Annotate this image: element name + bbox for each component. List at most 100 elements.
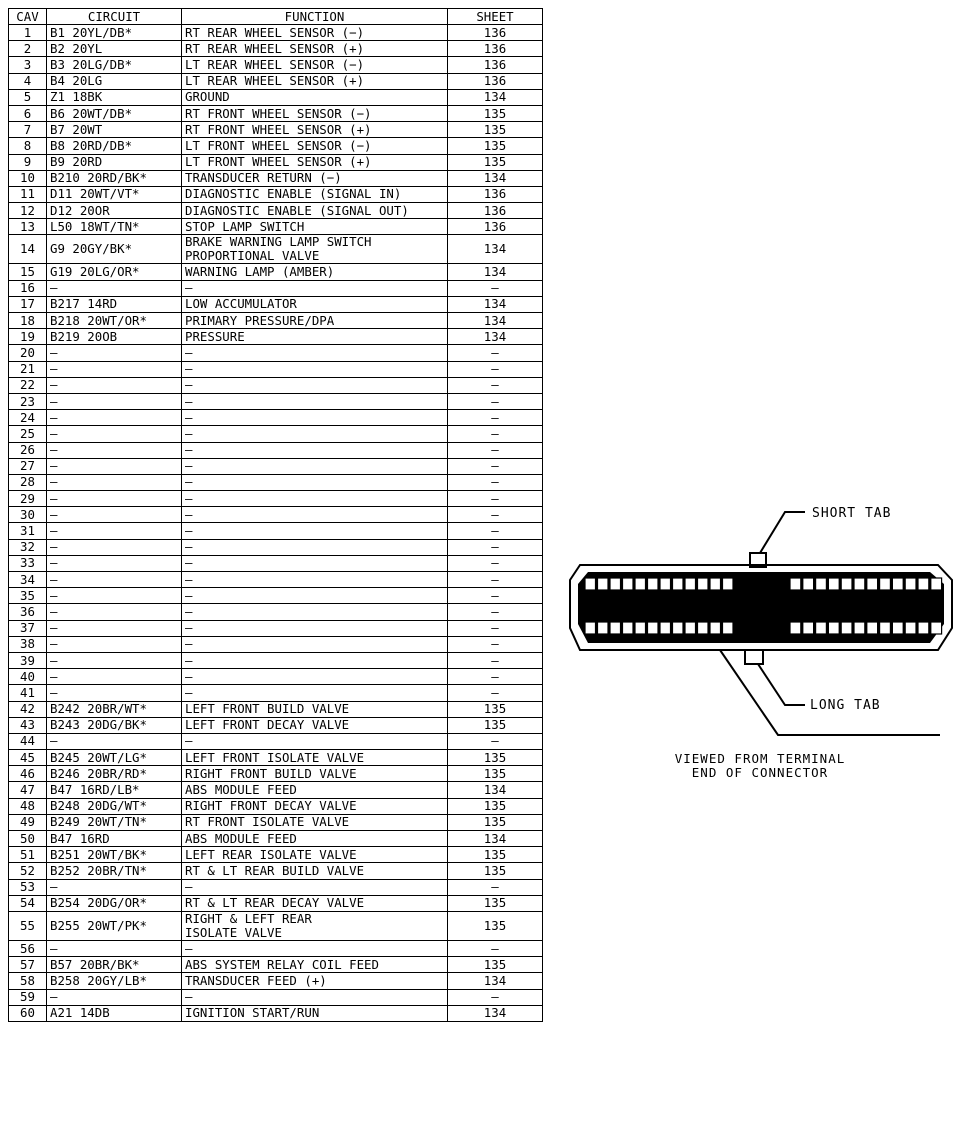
function-line: —	[185, 733, 193, 749]
circuit-cell: —	[46, 279, 182, 297]
cav-cell: 33	[8, 554, 47, 573]
terminal-cavity	[596, 621, 609, 635]
table-row: 36———	[8, 603, 543, 621]
table-row: 38———	[8, 635, 543, 653]
header-cav: CAV	[8, 8, 47, 25]
function-cell: PRIMARY PRESSURE/DPA	[181, 311, 448, 330]
terminal-cavity	[671, 597, 684, 613]
function-line: —	[185, 620, 193, 636]
function-line: —	[185, 523, 193, 539]
circuit-cell: —	[46, 506, 182, 524]
table-row: 29———	[8, 490, 543, 508]
sheet-cell: 134	[447, 169, 543, 187]
function-line: RIGHT FRONT BUILD VALVE	[185, 765, 357, 781]
cav-cell: 49	[8, 813, 47, 832]
cav-cell: 51	[8, 846, 47, 864]
function-line: —	[185, 603, 193, 619]
function-cell: LEFT FRONT BUILD VALVE	[181, 700, 448, 718]
table-row: 27———	[8, 457, 543, 475]
circuit-cell: B242 20BR/WT*	[46, 700, 182, 718]
cav-cell: 25	[8, 425, 47, 443]
cav-cell: 40	[8, 668, 47, 686]
function-cell: —	[181, 360, 448, 378]
sheet-cell: 136	[447, 56, 543, 74]
terminal-cavity	[840, 577, 853, 591]
terminal-cavity	[684, 577, 697, 591]
function-cell: —	[181, 538, 448, 556]
function-cell: —	[181, 570, 448, 589]
table-row: 33———	[8, 554, 543, 573]
table-row: 20———	[8, 344, 543, 362]
table-row: 56———	[8, 939, 543, 958]
short-tab-label: SHORT TAB	[812, 506, 892, 521]
cav-cell: 16	[8, 279, 47, 297]
terminal-cavity	[879, 621, 892, 635]
cav-cell: 15	[8, 263, 47, 281]
cav-cell: 8	[8, 137, 47, 155]
table-row: 28———	[8, 473, 543, 492]
function-cell: —	[181, 441, 448, 459]
function-cell: ABS SYSTEM RELAY COIL FEED	[181, 956, 448, 974]
function-line: GROUND	[185, 89, 230, 105]
function-line: —	[185, 879, 193, 895]
cav-cell: 41	[8, 684, 47, 702]
terminal-cavity	[709, 597, 722, 613]
function-line: BRAKE WARNING LAMP SWITCH	[185, 234, 372, 250]
table-row: 35———	[8, 587, 543, 605]
function-cell: LT REAR WHEEL SENSOR (−)	[181, 56, 448, 74]
connector-underside-line	[719, 649, 940, 736]
function-line: —	[185, 425, 193, 441]
function-cell: DIAGNOSTIC ENABLE (SIGNAL IN)	[181, 185, 448, 204]
table-row: 26———	[8, 441, 543, 459]
terminal-cavity	[879, 577, 892, 591]
sheet-cell: —	[447, 651, 543, 670]
terminal-cavity	[659, 597, 672, 613]
function-line: —	[185, 539, 193, 555]
function-line: —	[185, 490, 193, 506]
short-tab-leader	[759, 511, 805, 554]
sheet-cell: —	[447, 473, 543, 492]
function-line: —	[185, 636, 193, 652]
function-cell: LT FRONT WHEEL SENSOR (+)	[181, 153, 448, 171]
terminal-cavity	[621, 577, 634, 591]
terminal-cavity	[917, 597, 930, 613]
sheet-cell: 135	[447, 862, 543, 880]
terminal-cavity	[684, 597, 697, 613]
function-line: RT REAR WHEEL SENSOR (+)	[185, 40, 365, 56]
sheet-cell: 134	[447, 263, 543, 281]
cav-cell: 3	[8, 56, 47, 74]
cav-cell: 29	[8, 490, 47, 508]
table-row: 30———	[8, 506, 543, 524]
cav-cell: 4	[8, 72, 47, 90]
center-post	[734, 585, 780, 631]
table-row: 53———	[8, 878, 543, 896]
table-row: 34———	[8, 570, 543, 589]
sheet-cell: —	[447, 409, 543, 427]
function-cell: RT FRONT WHEEL SENSOR (+)	[181, 121, 448, 139]
sheet-cell: —	[447, 668, 543, 686]
terminal-cavity	[827, 577, 840, 591]
sheet-cell: 135	[447, 894, 543, 912]
sheet-cell: 136	[447, 72, 543, 90]
function-cell: PRESSURE	[181, 328, 448, 346]
sheet-cell: —	[447, 392, 543, 411]
function-line: LEFT FRONT BUILD VALVE	[185, 701, 350, 717]
sheet-cell: 135	[447, 910, 543, 941]
table-row: 25———	[8, 425, 543, 443]
sheet-cell: —	[447, 490, 543, 508]
terminal-cavity	[815, 621, 828, 635]
circuit-cell: —	[46, 939, 182, 958]
terminal-cavity	[904, 577, 917, 591]
function-cell: RT REAR WHEEL SENSOR (−)	[181, 23, 448, 42]
sheet-cell: 135	[447, 846, 543, 864]
table-row: 39———	[8, 651, 543, 670]
sheet-cell: 135	[447, 813, 543, 832]
sheet-cell: —	[447, 684, 543, 702]
terminal-cavity	[634, 577, 647, 591]
